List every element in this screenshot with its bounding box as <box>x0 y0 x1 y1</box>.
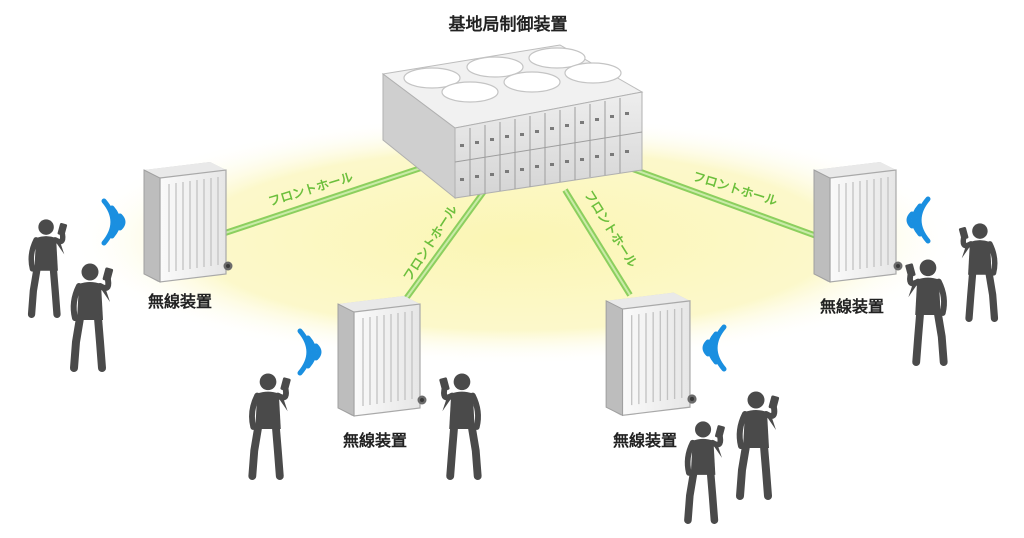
radio-unit-icon <box>143 161 234 283</box>
controller-title: 基地局制御装置 <box>448 14 568 35</box>
fronthaul-link-2 <box>402 188 488 302</box>
radio-unit-label-4: 無線装置 <box>820 297 884 316</box>
base-station-controller: 基地局制御装置 <box>381 14 644 200</box>
radio-unit-1: 無線装置 <box>104 161 234 311</box>
person-icon <box>439 373 478 476</box>
radio-unit-label-3: 無線装置 <box>613 431 677 450</box>
radio-unit-label-2: 無線装置 <box>343 431 407 450</box>
radio-unit-4: 無線装置 <box>813 161 928 316</box>
radio-unit-icon <box>337 295 428 417</box>
person-icon <box>252 373 291 476</box>
radio-unit-2: 無線装置 <box>300 295 428 450</box>
person-icon <box>688 421 726 520</box>
fronthaul-link-1 <box>209 162 431 241</box>
radio-unit-label-1: 無線装置 <box>148 292 212 311</box>
fronthaul-links <box>209 162 824 302</box>
person-icon <box>740 392 780 497</box>
person-icon <box>74 264 114 369</box>
coverage-glow <box>70 115 960 365</box>
radio-unit-icon <box>605 291 698 417</box>
fronthaul-link-3 <box>562 188 633 297</box>
person-icon <box>31 219 67 314</box>
server-icon <box>381 44 644 200</box>
person-icon <box>959 223 995 318</box>
radio-unit-3: 無線装置 <box>605 291 724 450</box>
radio-unit-icon <box>813 161 904 283</box>
fronthaul-link-4 <box>628 165 824 241</box>
